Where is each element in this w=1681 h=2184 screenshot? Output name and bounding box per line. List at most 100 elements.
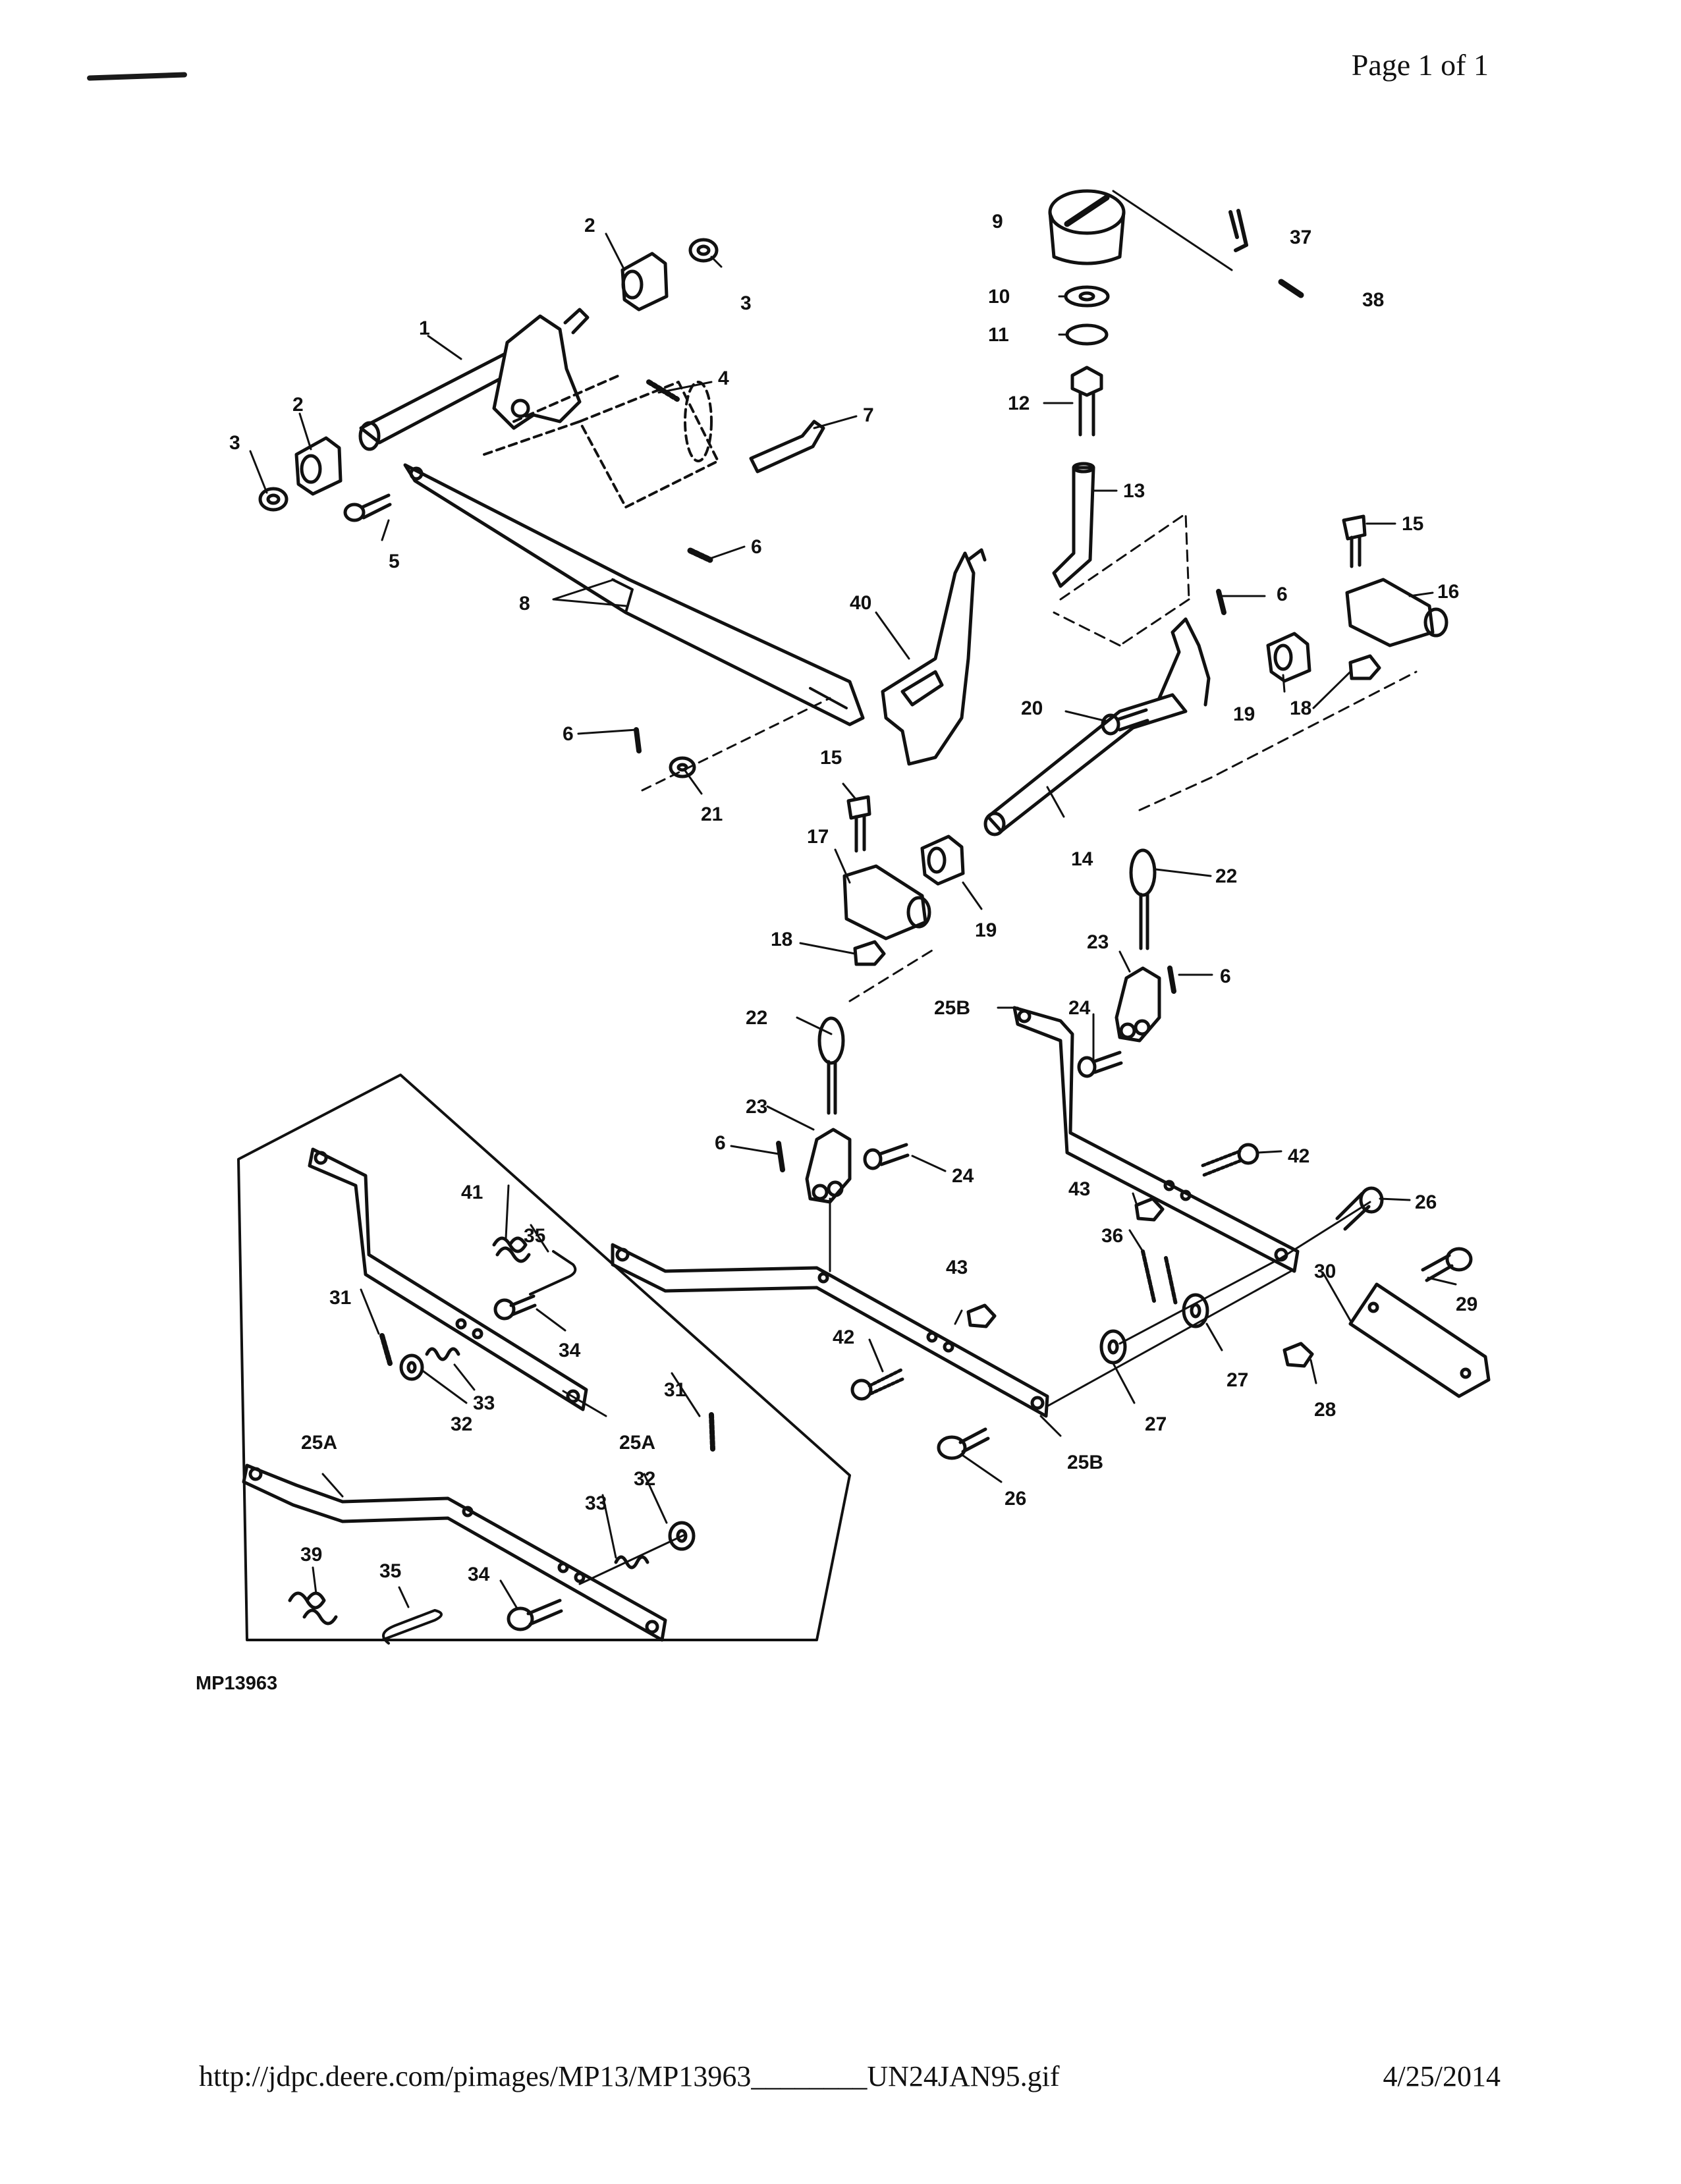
hook-part-35-lower — [381, 1609, 443, 1645]
pin-part-7 — [749, 420, 825, 474]
callout-21: 21 — [701, 804, 723, 825]
spring-pin-part-4 — [646, 379, 680, 402]
bolt-part-34-upper — [493, 1294, 537, 1321]
trunnion-part-23-right — [1115, 966, 1161, 1043]
callout-43: 43 — [1068, 1178, 1090, 1200]
assembly-line — [1046, 1201, 1371, 1407]
snap-ring-part-11 — [1065, 323, 1109, 346]
assembly-line — [1053, 512, 1190, 647]
callout-23: 23 — [1087, 931, 1109, 953]
pin-part-20 — [1101, 708, 1149, 736]
callout-20: 20 — [1021, 697, 1043, 719]
clip-part-37 — [1228, 209, 1248, 252]
callout-19: 19 — [1233, 703, 1255, 725]
nut-part-18-center — [853, 940, 886, 966]
bushing-part-2-upper — [620, 252, 669, 312]
nut-part-43-left — [966, 1303, 997, 1328]
callout-13: 13 — [1123, 480, 1145, 502]
callout-18: 18 — [1290, 697, 1311, 719]
figure-code: MP13963 — [196, 1673, 277, 1694]
callout-19: 19 — [975, 919, 997, 941]
callout-3: 3 — [740, 292, 752, 314]
lift-arm-bracket — [492, 308, 590, 430]
cotter-pin-part-6-lower-left — [776, 1141, 785, 1172]
callout-31: 31 — [329, 1287, 351, 1309]
callout-17: 17 — [807, 826, 829, 848]
bushing-part-19-right — [1266, 632, 1311, 683]
callout-27: 27 — [1226, 1369, 1248, 1391]
washer-part-32-lower — [668, 1521, 696, 1551]
callout-6: 6 — [1277, 584, 1288, 605]
washer-part-3-upper — [688, 238, 719, 263]
callout-18: 18 — [771, 929, 792, 950]
callout-9: 9 — [992, 211, 1003, 232]
bolt-part-42-left — [850, 1368, 904, 1401]
bolt-part-15-center — [846, 795, 871, 853]
assembly-line — [641, 697, 831, 792]
pin-part-38 — [1278, 279, 1304, 298]
callout-32: 32 — [451, 1413, 472, 1435]
callout-16: 16 — [1437, 581, 1459, 603]
callout-7: 7 — [863, 404, 874, 426]
callout-42: 42 — [833, 1326, 854, 1348]
dashed-hidden-cylinder — [483, 374, 719, 508]
callout-11: 11 — [988, 324, 1009, 346]
callout-8: 8 — [519, 593, 530, 614]
callout-30: 30 — [1314, 1261, 1336, 1282]
inset-box — [237, 1074, 851, 1641]
source-url: http://jdpc.deere.com/pimages/MP13/MP139… — [199, 2060, 1060, 2092]
callout-6: 6 — [563, 723, 574, 745]
eyebolt-part-22-left — [817, 1016, 845, 1115]
callout-25a: 25A — [301, 1432, 337, 1454]
assembly-line — [578, 1533, 686, 1585]
callout-5: 5 — [389, 551, 400, 572]
bolt-part-12 — [1070, 366, 1103, 437]
rod-part-25a-lower — [242, 1463, 667, 1642]
callout-38: 38 — [1362, 289, 1384, 311]
callout-26: 26 — [1415, 1191, 1437, 1213]
yoke-part-16 — [1345, 578, 1448, 647]
rod-part-25a-upper — [308, 1147, 588, 1411]
callout-15: 15 — [1402, 513, 1423, 535]
callout-40: 40 — [850, 592, 871, 614]
callout-25a: 25A — [619, 1432, 655, 1454]
callout-15: 15 — [820, 747, 842, 769]
callout-6: 6 — [1220, 966, 1231, 987]
bolt-part-26-left — [937, 1427, 990, 1460]
callout-28: 28 — [1314, 1399, 1336, 1421]
callout-31: 31 — [664, 1379, 686, 1401]
washer-part-10 — [1064, 285, 1110, 308]
callout-34: 34 — [468, 1564, 490, 1585]
cotter-pin-part-6-left — [634, 727, 642, 753]
trunnion-part-23-left — [805, 1128, 852, 1204]
rod-part-25b-upper — [1012, 1006, 1300, 1273]
bolt-part-29 — [1421, 1247, 1473, 1282]
callout-4: 4 — [718, 368, 729, 389]
callout-22: 22 — [1215, 865, 1237, 887]
spring-part-33-upper — [425, 1347, 460, 1361]
bolt-part-15-right — [1342, 514, 1367, 568]
callout-24: 24 — [1068, 997, 1091, 1019]
assembly-line — [1112, 190, 1233, 271]
washer-part-21 — [669, 756, 696, 778]
link-part-13 — [1052, 462, 1095, 588]
pin-part-24-left — [863, 1143, 910, 1170]
bushing-part-2-lower — [294, 436, 343, 496]
nut-part-43-right — [1134, 1197, 1165, 1222]
callout-6: 6 — [715, 1132, 726, 1154]
callout-25b: 25B — [934, 997, 970, 1019]
callout-24: 24 — [952, 1165, 974, 1187]
spring-part-33-lower — [614, 1555, 649, 1570]
nut-part-18-right — [1348, 654, 1381, 680]
yoke-part-17 — [842, 864, 931, 941]
spring-part-39 — [288, 1591, 338, 1625]
pin-part-5 — [343, 493, 392, 522]
callout-14: 14 — [1071, 848, 1093, 870]
callout-6: 6 — [751, 536, 762, 558]
callout-41: 41 — [461, 1182, 483, 1203]
callout-39: 39 — [300, 1544, 322, 1566]
washer-part-3-lower — [258, 487, 289, 512]
page-label: Page 1 of 1 — [1351, 48, 1489, 82]
spring-part-41 — [492, 1236, 531, 1263]
bolt-part-34-lower — [507, 1598, 563, 1631]
